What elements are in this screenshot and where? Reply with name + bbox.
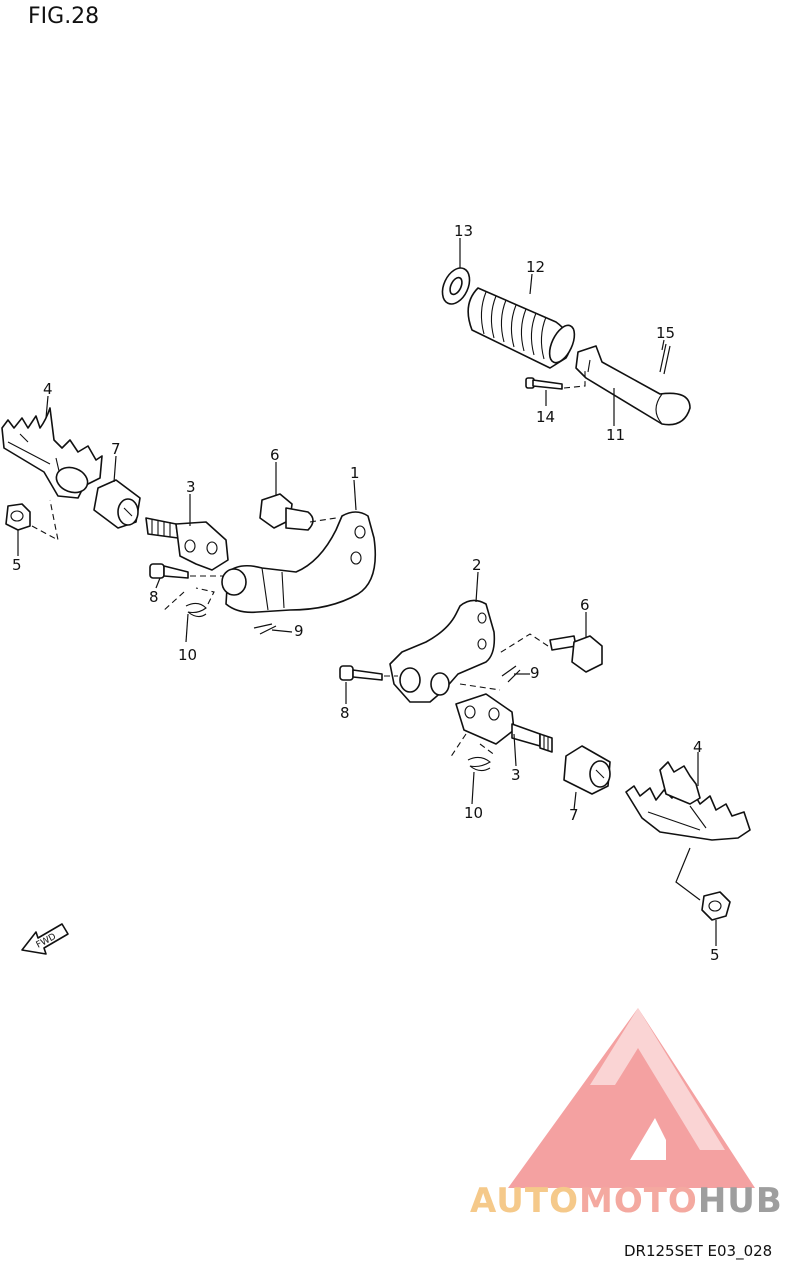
callout-6-right: 6: [580, 596, 590, 614]
part-4-footrest-left: [1, 407, 103, 499]
callout-14: 14: [536, 408, 555, 426]
logo-word-auto: AUTO: [470, 1181, 579, 1221]
figure-code: DR125SET E03_028: [624, 1242, 772, 1261]
fwd-arrow-icon: FWD: [21, 923, 69, 955]
logo-word-moto: MOTO: [579, 1181, 698, 1221]
callout-11: 11: [606, 426, 625, 444]
part-12-rubber: [467, 287, 576, 369]
callout-3-left: 3: [186, 478, 196, 496]
callout-7-left: 7: [111, 440, 121, 458]
part-11-footrest: [575, 345, 691, 426]
part-5-nut-left: [5, 499, 59, 542]
part-3-bracket-left: [145, 517, 229, 571]
figure-title: FIG.28: [28, 4, 99, 29]
callout-13: 13: [454, 222, 473, 240]
svg-text:AUTOMOTOHUB: AUTOMOTOHUB: [470, 1181, 783, 1221]
callout-8-left: 8: [149, 588, 159, 606]
automotohub-logo: AUTOMOTOHUB: [470, 1008, 783, 1221]
callout-2: 2: [472, 556, 482, 574]
fwd-label: FWD: [35, 932, 58, 951]
callout-10-left: 10: [178, 646, 197, 664]
callout-3-right: 3: [511, 766, 521, 784]
callout-4-left: 4: [43, 380, 53, 398]
callout-1: 1: [350, 464, 360, 482]
callout-5-left: 5: [12, 556, 22, 574]
part-2-bracket-right: [389, 599, 496, 703]
callout-numbers: 13 12 15 14 11 4 7 3 6 1 5 8 10 9 2 6 9 …: [12, 222, 720, 964]
callout-9-left: 9: [294, 622, 304, 640]
callout-8-right: 8: [340, 704, 350, 722]
part-10-spring-right: [449, 733, 497, 772]
part-15-cotter-pin: [659, 343, 671, 375]
part-13-washer: [441, 267, 471, 305]
logo-word-hub: HUB: [698, 1181, 783, 1221]
callout-7-right: 7: [569, 806, 579, 824]
part-4-footrest-right: [625, 761, 751, 841]
part-7-damper-right: [563, 745, 611, 795]
callout-4-right: 4: [693, 738, 703, 756]
leader-lines: [17, 238, 717, 946]
callout-5-right: 5: [710, 946, 720, 964]
part-8-bolt-left: [149, 563, 226, 579]
callout-9-right: 9: [530, 664, 540, 682]
callout-15: 15: [656, 324, 675, 342]
part-6-bolt-right: [497, 633, 603, 673]
part-1-bracket-left: [221, 511, 377, 614]
part-14-pin: [525, 370, 586, 390]
part-9-pin-right: [501, 665, 521, 683]
callout-10-right: 10: [464, 804, 483, 822]
part-8-bolt-right: [339, 665, 398, 681]
part-7-damper-left: [93, 479, 141, 529]
part-3-bracket-right: [455, 683, 553, 753]
part-6-bolt-left: [259, 493, 337, 531]
callout-12: 12: [526, 258, 545, 276]
part-10-spring-left: [161, 587, 215, 618]
callout-6-left: 6: [270, 446, 280, 464]
part-9-pin-left: [253, 623, 277, 635]
part-5-nut-right: [675, 847, 731, 921]
